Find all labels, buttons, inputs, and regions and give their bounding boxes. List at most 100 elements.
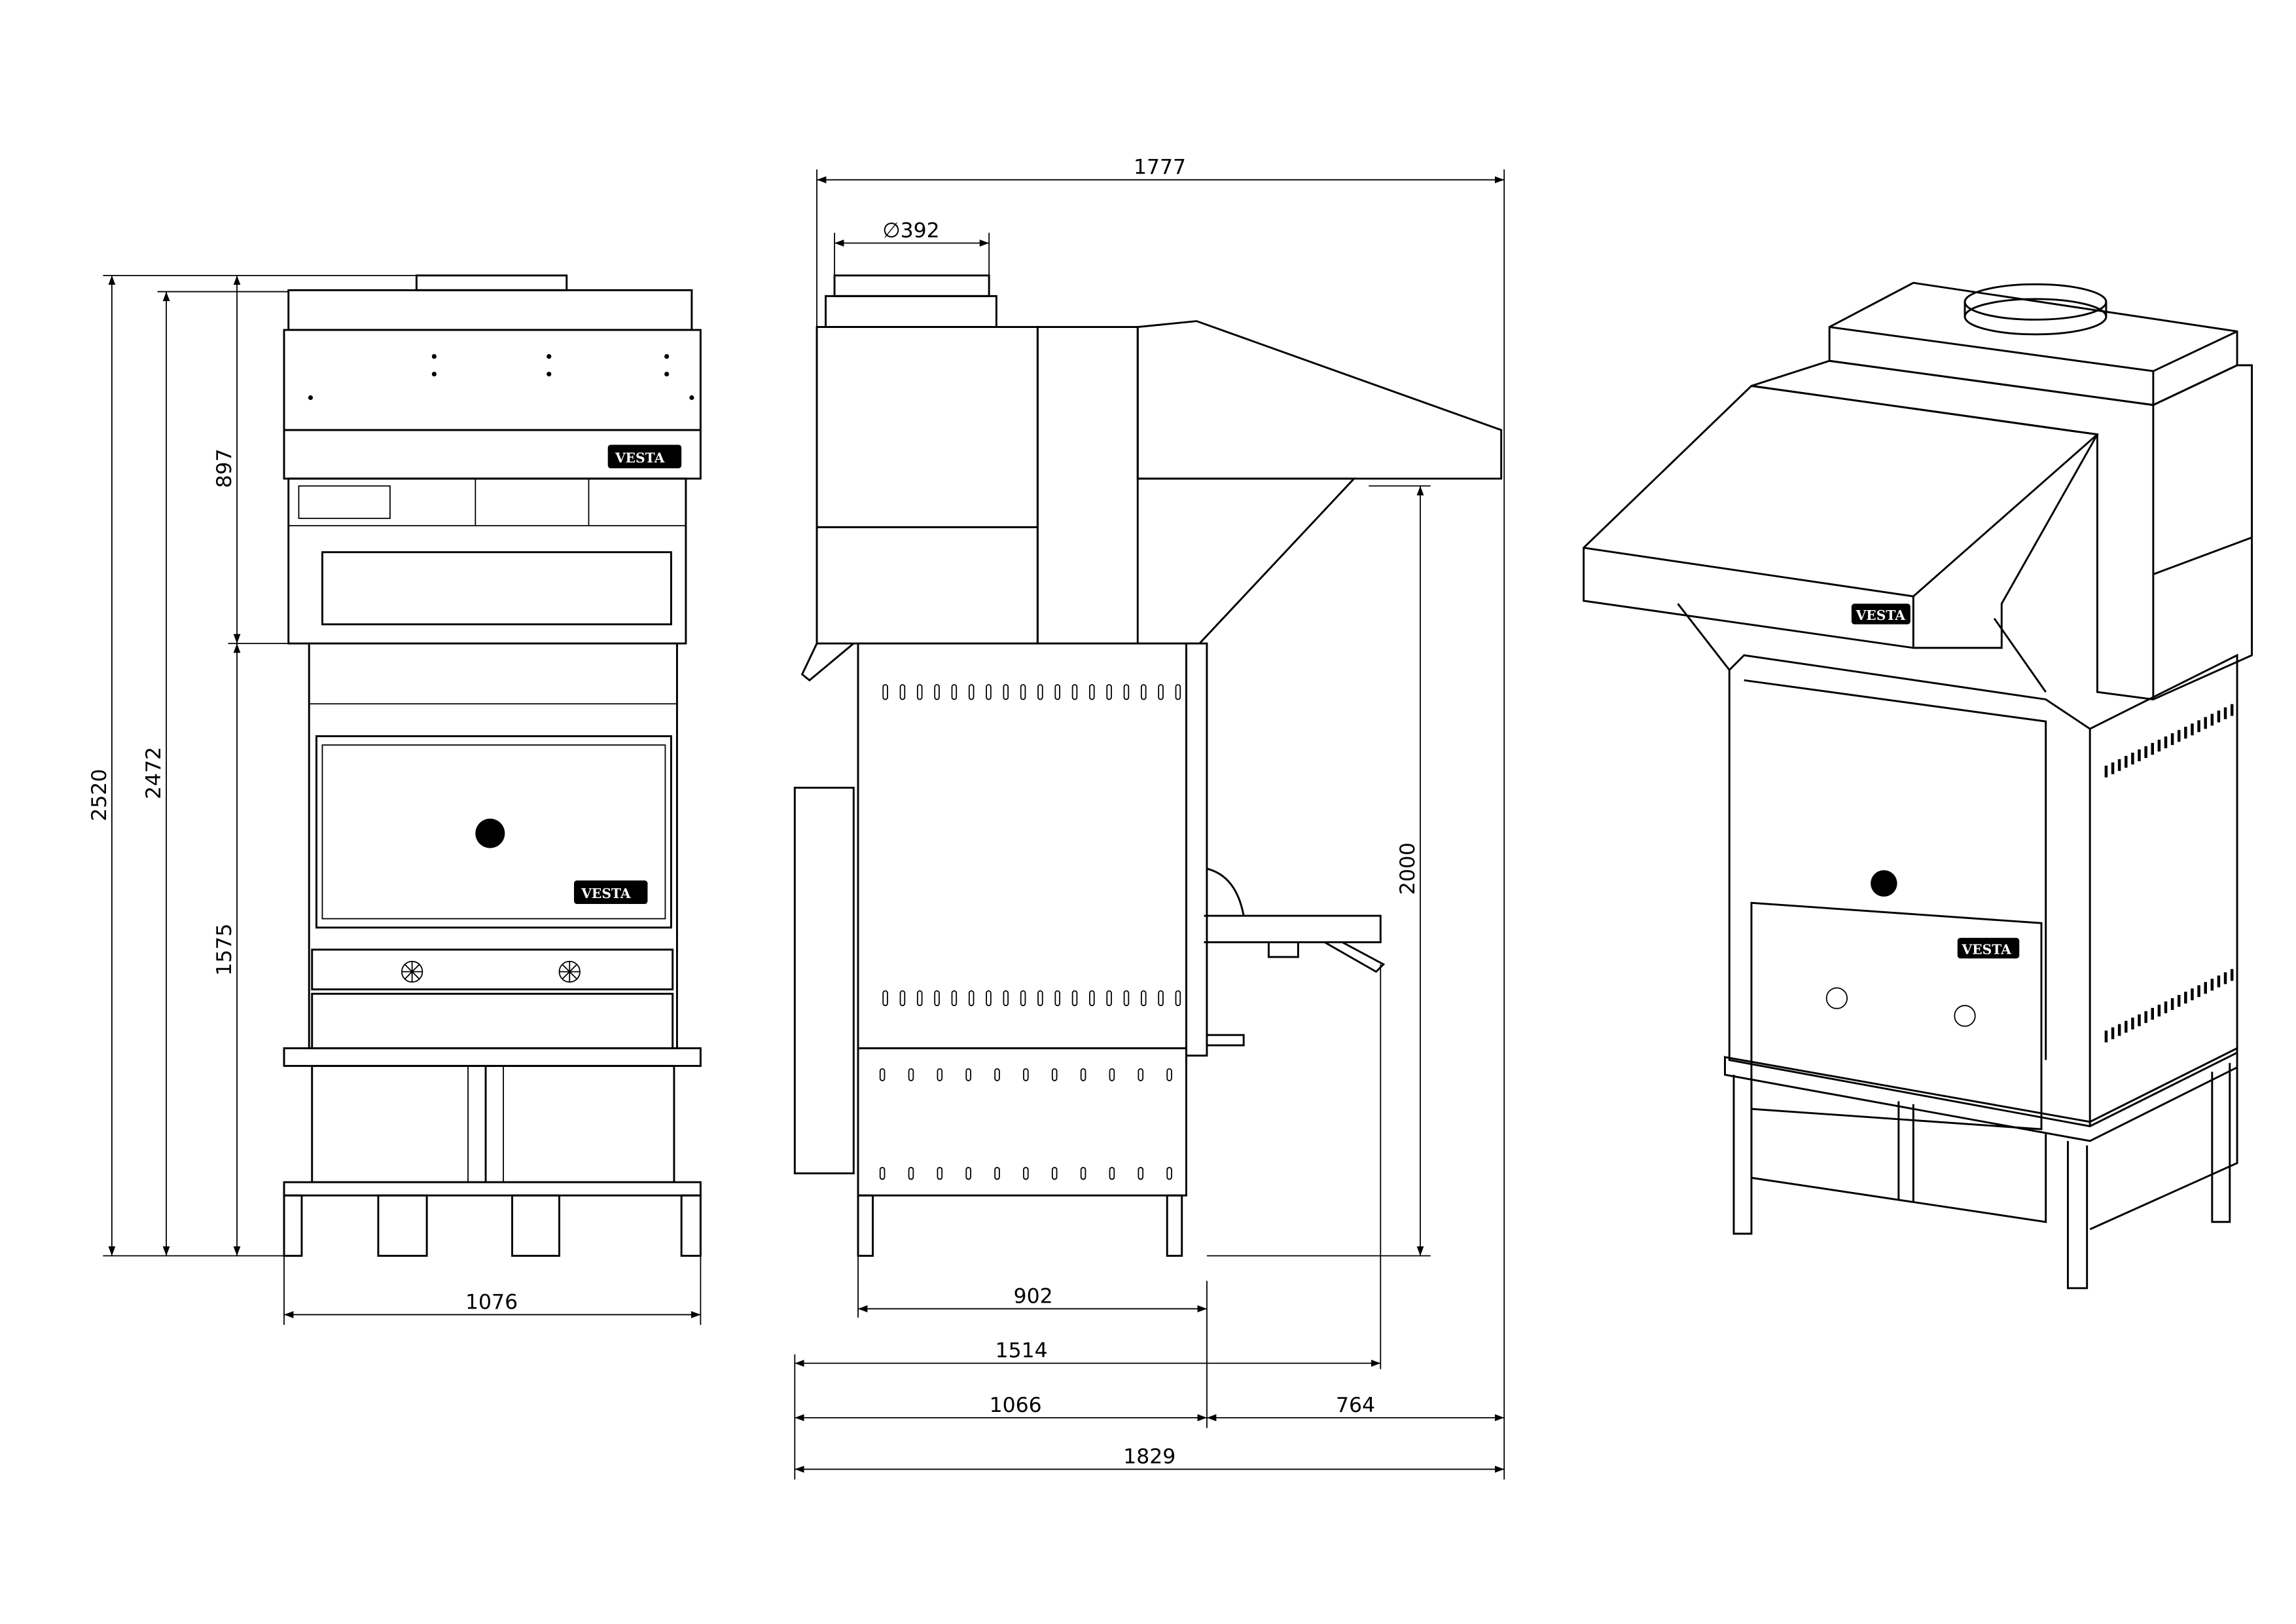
fan-control-icon [558,960,581,983]
vent-slot [2204,717,2207,729]
vent-slot [2111,762,2115,774]
vent-slot [1089,990,1095,1007]
vent-slot [1037,684,1043,700]
vent-slot [908,1068,914,1081]
svg-text:VESTA: VESTA [615,450,665,465]
vent-slot [2151,743,2154,755]
dim-2520: 2520 [88,769,111,821]
vent-slot [2138,1014,2141,1026]
vent-slot [1089,684,1095,700]
vent-slot [2117,1024,2121,1036]
front-dimensions: 2520 2472 897 1575 1076 [88,274,702,1326]
fan-control-icon [1954,1005,1976,1027]
dim-764: 764 [1336,1394,1375,1417]
vent-slot [2164,736,2168,749]
vent-slot [1138,1166,1144,1180]
dim-2472: 2472 [142,747,166,799]
isometric-view: VESTA VESTA [1583,281,2253,1290]
vent-slot [2184,992,2187,1004]
vent-slot [986,684,992,700]
vesta-logo: VESTA [574,880,648,905]
vent-slot [1158,990,1164,1007]
rivet-dot [431,353,437,359]
vent-slot [2223,707,2227,719]
vent-slot [1003,684,1009,700]
vent-slot [899,990,906,1007]
rivet-dot [547,371,552,377]
vent-slot [2217,975,2221,988]
dim-1777: 1777 [1134,156,1186,179]
vent-slot [1080,1068,1086,1081]
vent-slot [2164,1001,2168,1013]
vent-slot [1054,684,1060,700]
vent-slot [965,1166,971,1180]
vent-slot [986,990,992,1007]
vent-slot [1166,1166,1172,1180]
dim-1514: 1514 [996,1339,1048,1363]
vent-slot [2210,979,2214,991]
fan-control-icon [1825,987,1848,1009]
vent-slot [2210,713,2214,726]
vent-slot [1003,990,1009,1007]
dim-1575: 1575 [213,924,236,976]
vent-slot [2131,1017,2134,1030]
vent-slot [879,1166,886,1180]
vent-slot [1138,1068,1144,1081]
dim-1829: 1829 [1123,1445,1175,1469]
vent-slot [1109,1068,1115,1081]
vent-slot [1071,684,1078,700]
vent-slot [879,1068,886,1081]
vent-slot [2125,1020,2128,1033]
vent-slot [965,1068,971,1081]
vent-slot [1123,684,1130,700]
vesta-logo: VESTA [607,444,682,469]
vent-slot [951,684,958,700]
vent-slot [934,990,940,1007]
dim-897: 897 [213,448,236,488]
vent-slot [994,1068,1000,1081]
door-knob-icon [1871,870,1897,897]
rivet-dot [664,353,670,359]
vent-slot [2197,720,2200,732]
vent-slot [882,684,888,700]
vent-slot [2117,759,2121,771]
side-view [793,274,1503,1257]
vent-slot [2125,755,2128,768]
vent-slot [2144,1011,2147,1023]
vent-slot [2191,988,2194,1001]
vesta-logo: VESTA [1957,937,2020,959]
vent-slot [1051,1068,1058,1081]
vent-slot [1123,990,1130,1007]
vent-slot [2191,723,2194,736]
vent-slot [882,990,888,1007]
vent-slot [1106,684,1112,700]
vent-slot [1037,990,1043,1007]
vent-slot [2144,746,2147,758]
vent-slot [916,684,923,700]
vent-slot [1175,990,1181,1007]
vent-slot [2157,1004,2161,1017]
vent-slot [1054,990,1060,1007]
front-view: VESTA VESTA [283,274,702,1257]
rivet-dot [431,371,437,377]
vent-slot [2104,765,2108,778]
vent-slot [1051,1166,1058,1180]
vent-slot [2184,727,2187,739]
vent-slot [2157,740,2161,752]
vesta-logo: VESTA [1851,604,1910,624]
vent-slot [1158,684,1164,700]
vent-slot [2111,1027,2115,1039]
vent-slot [994,1166,1000,1180]
vent-slot [2223,972,2227,984]
vent-slot [2177,730,2181,742]
vent-slot [1166,1068,1172,1081]
door-knob-icon [475,818,505,848]
vent-slot [2151,1007,2154,1020]
vent-slot [899,684,906,700]
vent-slot [1140,684,1147,700]
vent-slot [2104,1030,2108,1043]
vent-slot [2217,710,2221,723]
vent-slot [2131,752,2134,765]
vent-slot [951,990,958,1007]
vent-slot [1109,1166,1115,1180]
